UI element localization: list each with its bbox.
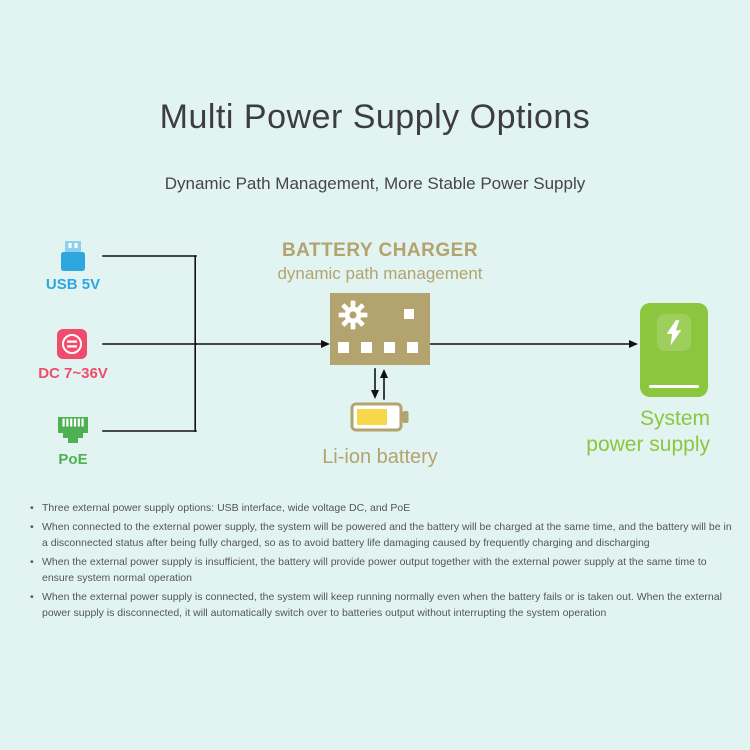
lightning-icon [657,314,691,351]
chip-pad-icon [404,309,414,319]
charger-title: BATTERY CHARGER [281,240,479,261]
page-subtitle: Dynamic Path Management, More Stable Pow… [164,174,586,193]
power-bank [640,303,708,397]
usb-label: USB 5V [45,276,101,293]
dc-label: DC 7~36V [38,365,108,382]
dc-jack-icon [55,328,89,365]
battery-charger-block [330,293,430,365]
gear-icon [337,299,369,331]
note-item: Three external power supply options: USB… [28,500,734,516]
chip-pad-icon [407,342,418,353]
chip-pad-icon [338,342,349,353]
notes-list: Three external power supply options: USB… [28,500,734,621]
battery-label: Li-ion battery [322,446,438,468]
power-bank-slot [649,385,699,388]
system-power-supply-label: System power supply [440,406,710,458]
system-power-supply-line2: power supply [586,433,710,456]
charger-subtitle: dynamic path management [277,264,483,283]
chip-pad-icon [361,342,372,353]
chip-pad-icon [384,342,395,353]
note-item: When the external power supply is connec… [28,589,734,621]
system-power-supply-line1: System [639,407,710,430]
page-title: Multi Power Supply Options [159,98,591,136]
ethernet-icon [54,414,92,453]
poe-label: PoE [58,451,88,468]
notes-section: Three external power supply options: USB… [28,500,734,624]
note-item: When connected to the external power sup… [28,519,734,551]
usb-plug-icon [55,240,91,277]
note-item: When the external power supply is insuff… [28,554,734,586]
battery-icon [350,401,410,433]
